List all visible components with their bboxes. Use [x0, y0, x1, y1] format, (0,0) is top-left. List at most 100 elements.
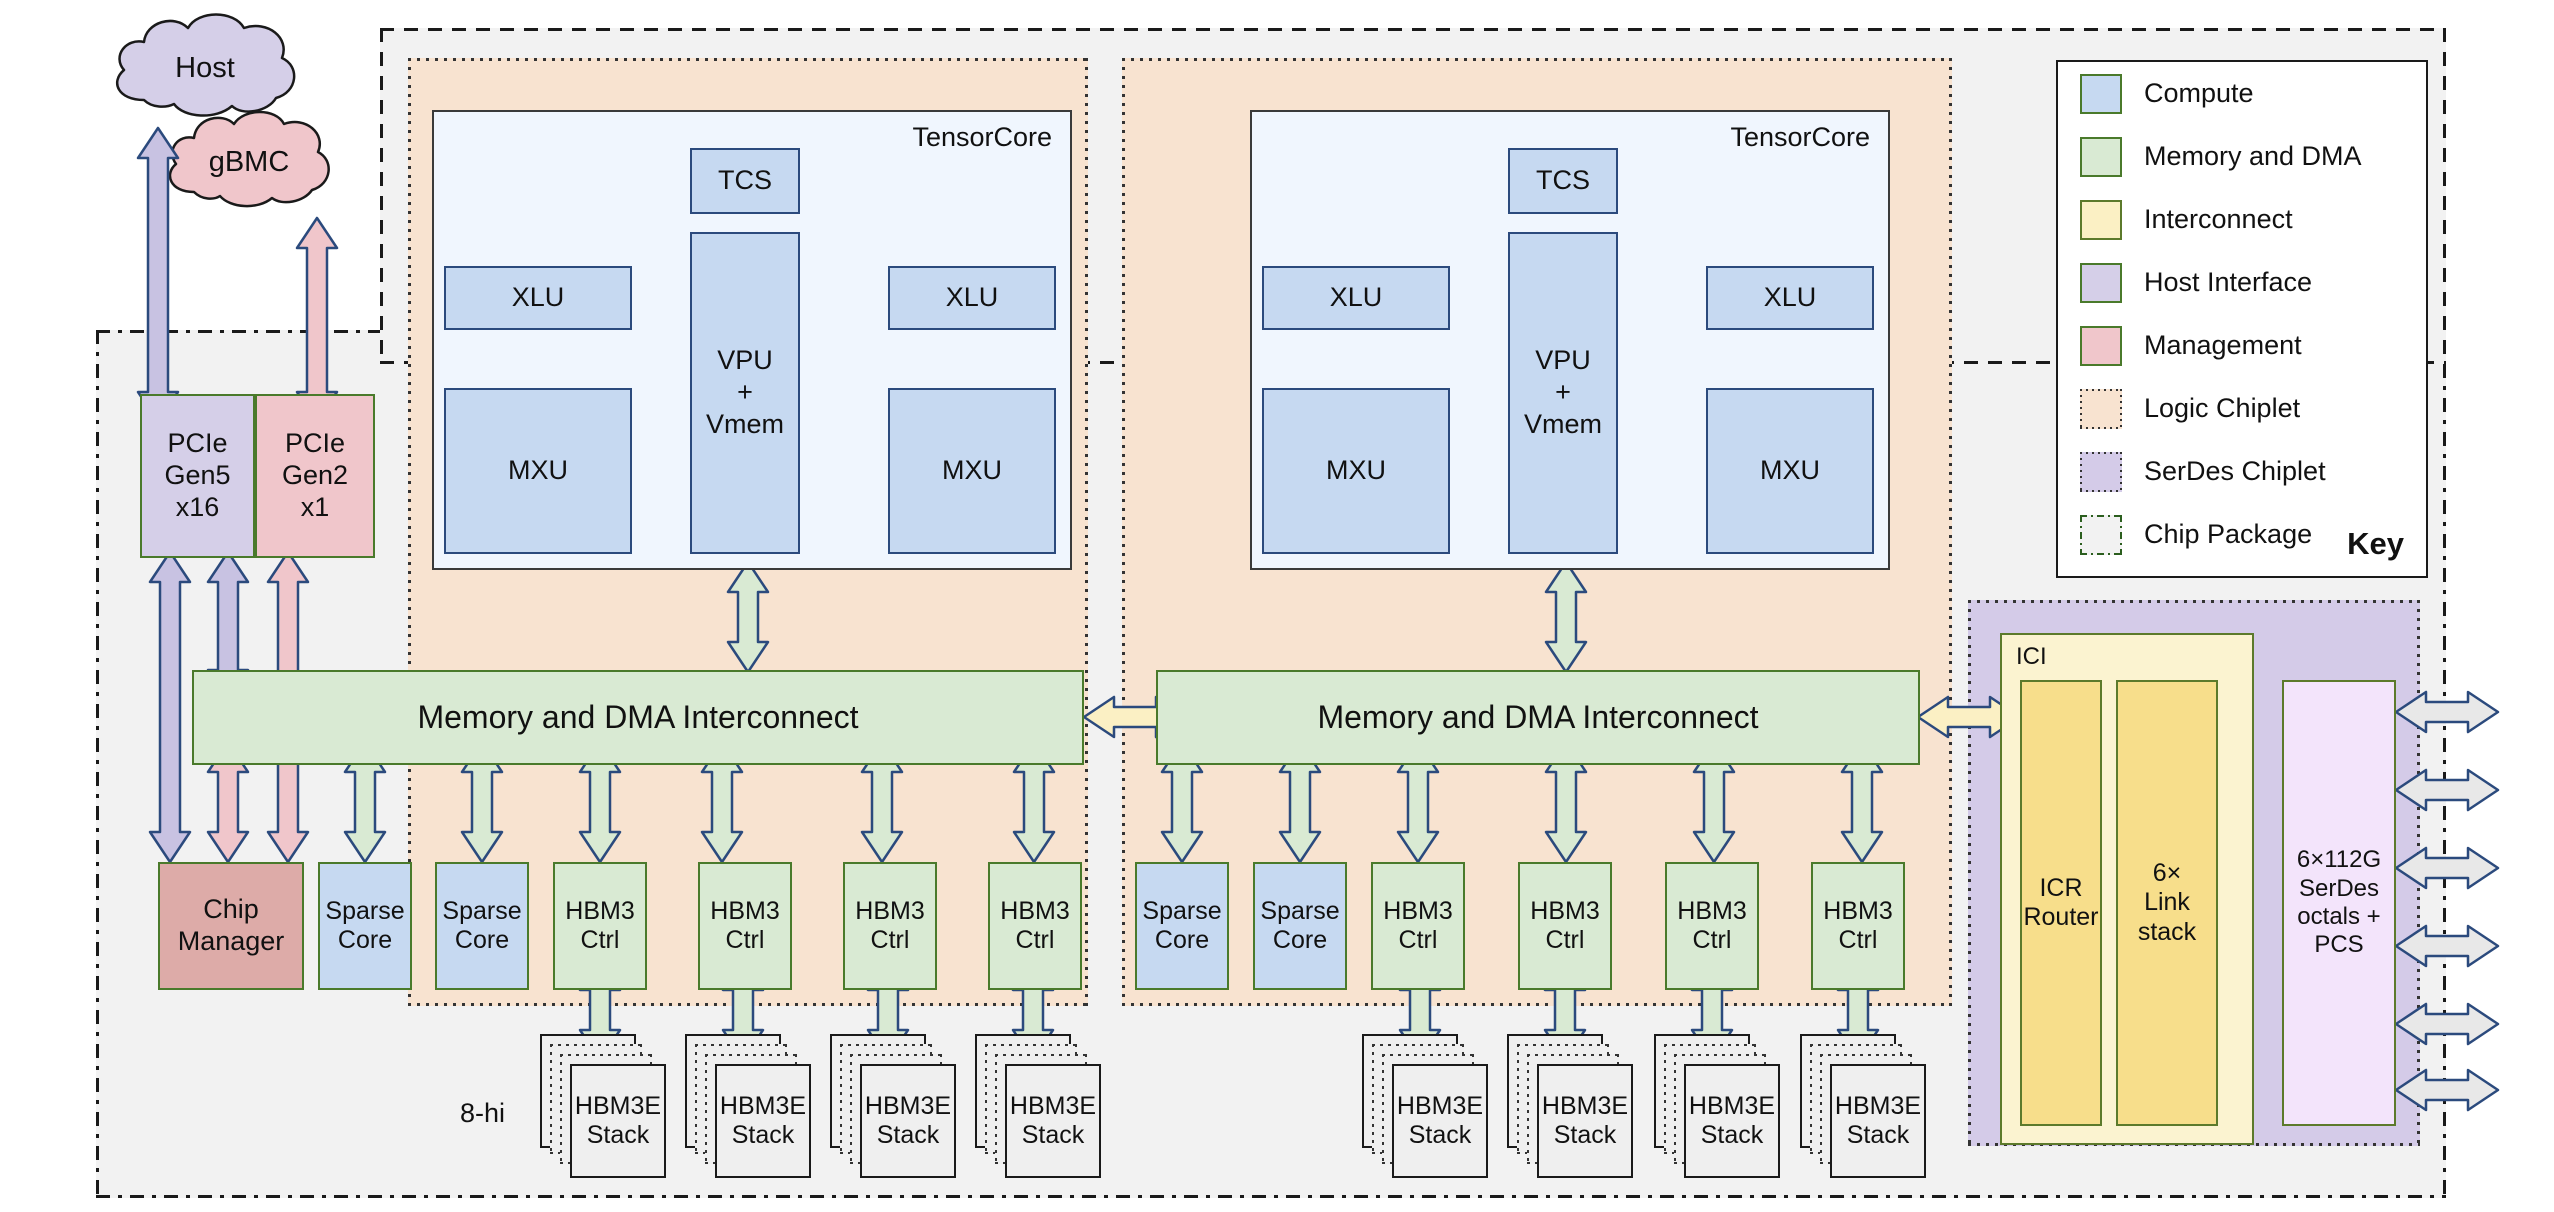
- pcie-gen2-line-3: x1: [300, 491, 330, 522]
- sparse-core-r2-line-2: Core: [1272, 926, 1328, 954]
- link-stack-block[interactable]: 6× Link stack: [2116, 680, 2218, 1126]
- hbm3-ctrl-l3-line-2: Ctrl: [870, 926, 910, 954]
- link-stack-line-3: stack: [2137, 917, 2197, 946]
- memory-dma-interconnect-left[interactable]: Memory and DMA Interconnect: [192, 670, 1084, 765]
- vpu-vmem-left[interactable]: VPU + Vmem: [690, 232, 800, 554]
- mxu-left-east-label: MXU: [942, 455, 1002, 486]
- hbm3-ctrl-r2[interactable]: HBM3 Ctrl: [1518, 862, 1612, 990]
- vpu-left-line-3: Vmem: [705, 408, 784, 439]
- hbm3-ctrl-r3[interactable]: HBM3 Ctrl: [1665, 862, 1759, 990]
- legend-item-serdes-chiplet: SerDes Chiplet: [2058, 440, 2426, 503]
- pcie-gen5-block[interactable]: PCIe Gen5 x16: [140, 394, 255, 558]
- legend-swatch-serdes-chiplet: [2080, 451, 2122, 492]
- icr-router-line-1: ICR: [2039, 873, 2083, 902]
- hbm3-ctrl-r2-line-1: HBM3: [1530, 896, 1600, 925]
- legend-label-serdes-chiplet: SerDes Chiplet: [2144, 456, 2326, 486]
- chip-manager-line-1: Chip: [203, 894, 259, 925]
- hbm3e-stack-l1[interactable]: HBM3E Stack: [540, 1034, 666, 1178]
- legend-label-memory-dma: Memory and DMA: [2144, 141, 2362, 171]
- hbm3-ctrl-r3-line-2: Ctrl: [1692, 926, 1732, 954]
- chip-manager-line-2: Manager: [177, 926, 285, 956]
- tcs-left[interactable]: TCS: [690, 148, 800, 214]
- hbm3-ctrl-l2[interactable]: HBM3 Ctrl: [698, 862, 792, 990]
- hbm3-ctrl-l3[interactable]: HBM3 Ctrl: [843, 862, 937, 990]
- pcie-gen2-block[interactable]: PCIe Gen2 x1: [255, 394, 375, 558]
- hbm3e-stack-r3-line-1: HBM3E: [1688, 1091, 1776, 1120]
- hbm3e-stack-r3[interactable]: HBM3E Stack: [1654, 1034, 1780, 1178]
- hbm3-ctrl-l1[interactable]: HBM3 Ctrl: [553, 862, 647, 990]
- gbmc-cloud-label: gBMC: [208, 146, 290, 178]
- hbm3e-stack-l2-line-2: Stack: [731, 1121, 795, 1149]
- sparse-core-l1[interactable]: Sparse Core: [318, 862, 412, 990]
- hbm3-ctrl-r4[interactable]: HBM3 Ctrl: [1811, 862, 1905, 990]
- hbm3e-stack-r2-line-1: HBM3E: [1541, 1091, 1629, 1120]
- memory-dma-interconnect-right[interactable]: Memory and DMA Interconnect: [1156, 670, 1920, 765]
- pcie-gen5-line-3: x16: [175, 491, 220, 522]
- xlu-left-west[interactable]: XLU: [444, 266, 632, 330]
- sparse-core-r1[interactable]: Sparse Core: [1135, 862, 1229, 990]
- pcie-gen2-line-1: PCIe: [284, 428, 346, 459]
- legend-label-compute: Compute: [2144, 78, 2254, 108]
- hbm3e-stack-r1[interactable]: HBM3E Stack: [1362, 1034, 1488, 1178]
- legend-item-host-interface: Host Interface: [2058, 251, 2426, 314]
- ici-label: ICI: [2016, 643, 2047, 670]
- hbm3e-stack-r4-line-1: HBM3E: [1834, 1091, 1922, 1120]
- vpu-right-line-3: Vmem: [1523, 408, 1602, 439]
- legend-label-interconnect: Interconnect: [2144, 204, 2293, 234]
- mxu-left-east[interactable]: MXU: [888, 388, 1056, 554]
- mxu-right-west-label: MXU: [1326, 455, 1386, 486]
- hbm3-ctrl-r1[interactable]: HBM3 Ctrl: [1371, 862, 1465, 990]
- serdes-octals-pcs-block[interactable]: 6×112G SerDes octals + PCS: [2282, 680, 2396, 1126]
- hbm3e-stack-l2[interactable]: HBM3E Stack: [685, 1034, 811, 1178]
- hbm3e-stack-r4[interactable]: HBM3E Stack: [1800, 1034, 1926, 1178]
- hbm3e-stack-l4[interactable]: HBM3E Stack: [975, 1034, 1101, 1178]
- hbm3e-stack-r2-line-2: Stack: [1553, 1121, 1617, 1149]
- hbm3e-stack-l2-line-1: HBM3E: [719, 1091, 807, 1120]
- legend-item-management: Management: [2058, 314, 2426, 377]
- tcs-right-label: TCS: [1536, 165, 1590, 196]
- icr-router-line-2: Router: [2023, 903, 2099, 931]
- hbm3-ctrl-l1-line-2: Ctrl: [580, 926, 620, 954]
- hbm3-ctrl-l3-line-1: HBM3: [855, 896, 925, 925]
- hbm3-ctrl-r1-line-1: HBM3: [1383, 896, 1453, 925]
- hbm3e-stack-l3[interactable]: HBM3E Stack: [830, 1034, 956, 1178]
- sparse-core-r2[interactable]: Sparse Core: [1253, 862, 1347, 990]
- icr-router-block[interactable]: ICR Router: [2020, 680, 2102, 1126]
- mxu-right-west[interactable]: MXU: [1262, 388, 1450, 554]
- tcs-right[interactable]: TCS: [1508, 148, 1618, 214]
- xlu-right-east[interactable]: XLU: [1706, 266, 1874, 330]
- hbm3-ctrl-l4[interactable]: HBM3 Ctrl: [988, 862, 1082, 990]
- hbm3-ctrl-l2-line-2: Ctrl: [725, 926, 765, 954]
- hbm3-ctrl-r1-line-2: Ctrl: [1398, 926, 1438, 954]
- legend-swatch-memory-dma: [2080, 136, 2122, 177]
- hbm3-ctrl-r3-line-1: HBM3: [1677, 896, 1747, 925]
- mxu-left-west-label: MXU: [508, 455, 568, 486]
- serdes-line-2: SerDes: [2298, 874, 2380, 902]
- chip-manager-block[interactable]: Chip Manager: [158, 862, 304, 990]
- legend-item-memory-dma: Memory and DMA: [2058, 125, 2426, 188]
- hbm3e-stack-r3-line-2: Stack: [1700, 1121, 1764, 1149]
- tcs-left-label: TCS: [718, 165, 772, 196]
- mxu-left-west[interactable]: MXU: [444, 388, 632, 554]
- memory-dma-interconnect-left-label: Memory and DMA Interconnect: [417, 698, 859, 735]
- hbm3e-stack-l1-line-2: Stack: [586, 1121, 650, 1149]
- mxu-right-east[interactable]: MXU: [1706, 388, 1874, 554]
- hbm3-ctrl-r4-line-1: HBM3: [1823, 896, 1893, 925]
- xlu-left-east[interactable]: XLU: [888, 266, 1056, 330]
- hbm3-ctrl-l2-line-1: HBM3: [710, 896, 780, 925]
- serdes-line-1: 6×112G: [2296, 846, 2382, 874]
- hbm3-ctrl-l4-line-2: Ctrl: [1015, 926, 1055, 954]
- legend-item-logic-chiplet: Logic Chiplet: [2058, 377, 2426, 440]
- hbm3-ctrl-l4-line-1: HBM3: [1000, 896, 1070, 925]
- xlu-left-west-label: XLU: [511, 282, 565, 313]
- hbm3e-stack-r1-line-2: Stack: [1408, 1121, 1472, 1149]
- xlu-right-west[interactable]: XLU: [1262, 266, 1450, 330]
- sparse-core-l2[interactable]: Sparse Core: [435, 862, 529, 990]
- hbm3e-stack-r2[interactable]: HBM3E Stack: [1507, 1034, 1633, 1178]
- tensorcore-left-label: TensorCore: [912, 122, 1052, 152]
- legend-label-chip-package: Chip Package: [2144, 519, 2313, 549]
- vpu-right-line-1: VPU: [1535, 345, 1591, 376]
- vpu-vmem-right[interactable]: VPU + Vmem: [1508, 232, 1618, 554]
- xlu-right-west-label: XLU: [1329, 282, 1383, 313]
- hbm3-ctrl-r2-line-2: Ctrl: [1545, 926, 1585, 954]
